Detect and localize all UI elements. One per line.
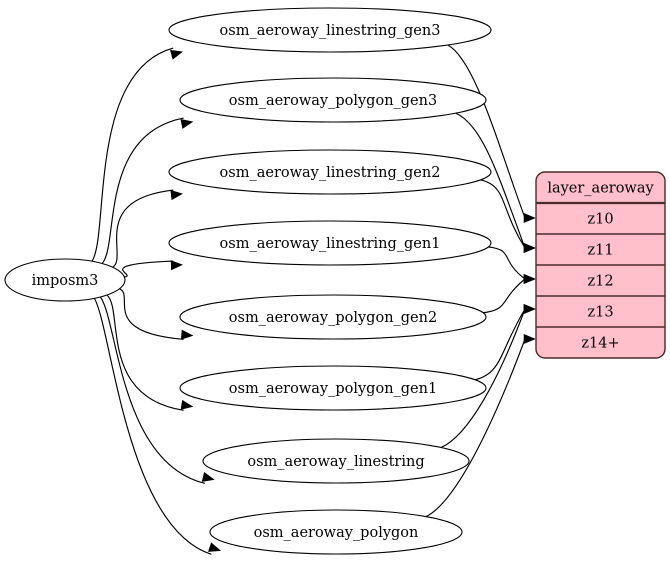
node-osm_aeroway_linestring_gen1[interactable]: osm_aeroway_linestring_gen1 [168, 220, 492, 266]
edge-arrowhead [170, 190, 184, 201]
edge-path [425, 338, 526, 518]
edge-path [93, 297, 212, 555]
edge-path [454, 112, 526, 249]
node-label: osm_aeroway_linestring_gen2 [220, 165, 441, 181]
node-ellipse-shape [179, 294, 487, 340]
edge-imposm3-to-osm_aeroway_linestring_gen1 [122, 260, 184, 278]
node-ellipse-shape [168, 7, 492, 53]
edge-arrowhead [201, 472, 215, 482]
node-imposm3[interactable]: imposm3 [4, 258, 126, 302]
edge-arrowhead [523, 273, 536, 285]
edge-arrowhead [170, 260, 184, 271]
table-row-label-z14+[interactable]: z14+ [581, 336, 619, 352]
edge-imposm3-to-osm_aeroway_polygon_gen1 [106, 294, 194, 411]
nodes-layer: osm_aeroway_linestring_gen3 osm_aeroway_p… [4, 7, 492, 555]
edge-path [440, 308, 526, 449]
edge-path [118, 287, 184, 340]
layer-aeroway-table[interactable]: layer_aeroway z10 z11 z12 z13 z14+ [535, 171, 666, 359]
edge-path [91, 47, 174, 262]
node-label: osm_aeroway_polygon [254, 525, 419, 541]
edge-arrowhead [208, 542, 222, 552]
node-label: osm_aeroway_linestring_gen3 [220, 23, 441, 39]
table-header-label: layer_aeroway [547, 181, 654, 197]
node-osm_aeroway_polygon_gen1[interactable]: osm_aeroway_polygon_gen1 [179, 365, 487, 411]
edge-path [447, 44, 526, 219]
edge-path [106, 294, 184, 411]
table-row-label-z11[interactable]: z11 [587, 243, 613, 259]
edge-arrowhead [180, 329, 194, 340]
edge-imposm3-to-osm_aeroway_polygon_gen2 [118, 287, 194, 340]
edge-imposm3-to-osm_aeroway_polygon [93, 297, 222, 555]
node-label: osm_aeroway_linestring [247, 454, 424, 470]
edge-path [481, 278, 526, 314]
edge-path [111, 189, 174, 269]
edge-osm_aeroway_linestring-to-layer-aeroway [440, 303, 536, 449]
edge-imposm3-to-osm_aeroway_polygon_gen3 [101, 117, 194, 265]
node-ellipse-shape [202, 438, 470, 484]
edge-path [122, 260, 174, 278]
edges-layer [91, 44, 536, 555]
edge-arrowhead [170, 49, 183, 60]
node-osm_aeroway_linestring[interactable]: osm_aeroway_linestring [202, 438, 470, 484]
table-row-label-z13[interactable]: z13 [587, 305, 613, 321]
edge-arrowhead [180, 399, 194, 410]
node-label: osm_aeroway_polygon_gen3 [229, 93, 437, 109]
edge-osm_aeroway_linestring_gen3-to-layer-aeroway [447, 44, 536, 224]
edge-osm_aeroway_polygon-to-layer-aeroway [425, 333, 536, 518]
root-node-label: imposm3 [32, 273, 99, 289]
edge-arrowhead [523, 242, 536, 254]
edge-path [101, 117, 184, 265]
edge-arrowhead [523, 333, 536, 345]
node-ellipse-shape [179, 77, 487, 123]
node-osm_aeroway_polygon[interactable]: osm_aeroway_polygon [209, 509, 463, 555]
edge-osm_aeroway_polygon_gen2-to-layer-aeroway [481, 273, 536, 314]
edge-imposm3-to-osm_aeroway_linestring_gen3 [91, 47, 183, 262]
edge-path [479, 179, 526, 249]
node-ellipse-shape [168, 220, 492, 266]
edge-arrowhead [523, 212, 536, 224]
node-osm_aeroway_polygon_gen3[interactable]: osm_aeroway_polygon_gen3 [179, 77, 487, 123]
table-row-label-z12[interactable]: z12 [587, 274, 613, 290]
node-label: osm_aeroway_polygon_gen2 [229, 310, 437, 326]
edge-path [486, 246, 526, 280]
edge-path [473, 308, 526, 381]
edge-arrowhead [523, 303, 536, 315]
node-ellipse-shape [168, 149, 492, 195]
edge-arrowhead [180, 118, 194, 129]
node-ellipse-shape [209, 509, 463, 555]
edge-path [99, 296, 206, 484]
edge-imposm3-to-osm_aeroway_linestring_gen2 [111, 189, 184, 269]
node-osm_aeroway_linestring_gen3[interactable]: osm_aeroway_linestring_gen3 [168, 7, 492, 53]
node-osm_aeroway_polygon_gen2[interactable]: osm_aeroway_polygon_gen2 [179, 294, 487, 340]
node-ellipse-shape [4, 258, 126, 302]
node-label: osm_aeroway_linestring_gen1 [220, 236, 441, 252]
node-ellipse-shape [179, 365, 487, 411]
edge-imposm3-to-osm_aeroway_linestring [99, 296, 215, 484]
node-osm_aeroway_linestring_gen2[interactable]: osm_aeroway_linestring_gen2 [168, 149, 492, 195]
node-label: osm_aeroway_polygon_gen1 [229, 381, 437, 397]
table-row-label-z10[interactable]: z10 [587, 212, 613, 228]
edge-osm_aeroway_linestring_gen2-to-layer-aeroway [479, 179, 536, 254]
